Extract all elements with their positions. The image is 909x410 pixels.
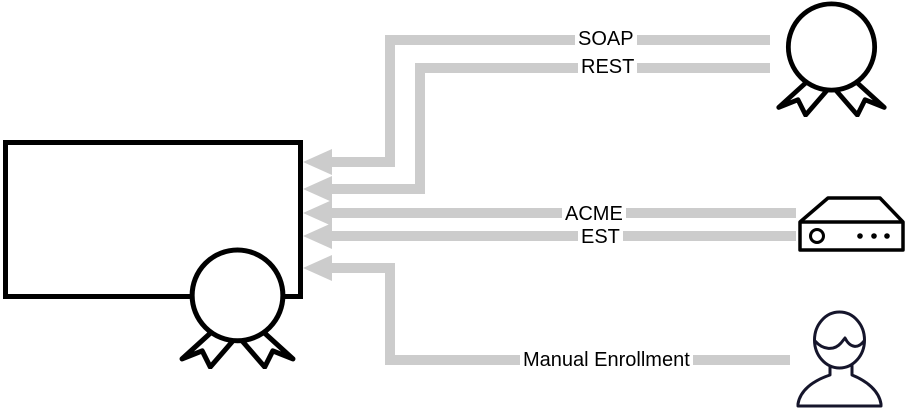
network-appliance-icon (796, 166, 909, 262)
edge-soap-line (385, 35, 395, 167)
certificate-authority-box (3, 140, 303, 299)
edge-label-acme: ACME (562, 201, 626, 227)
award-ribbon-icon (776, 1, 887, 117)
edge-est-arrowhead (303, 223, 332, 249)
edge-label-soap: SOAP (575, 26, 637, 52)
certificate-seal-icon (179, 247, 296, 369)
edge-label-rest: REST (578, 54, 638, 80)
edge-rest-line (415, 63, 425, 194)
edge-soap-arrowhead (303, 149, 332, 175)
edge-rest-arrowhead (303, 176, 332, 202)
edge-manual-arrowhead (303, 255, 332, 281)
edge-rest-line (330, 184, 425, 194)
person-icon (796, 310, 883, 408)
edge-manual-line (330, 263, 395, 273)
edge-acme-arrowhead (303, 200, 332, 226)
edge-manual-line (385, 263, 395, 365)
edge-soap-line (330, 157, 395, 167)
edge-est-line (330, 231, 800, 241)
edge-label-est: EST (578, 224, 623, 250)
edge-label-manual: Manual Enrollment (520, 347, 693, 373)
